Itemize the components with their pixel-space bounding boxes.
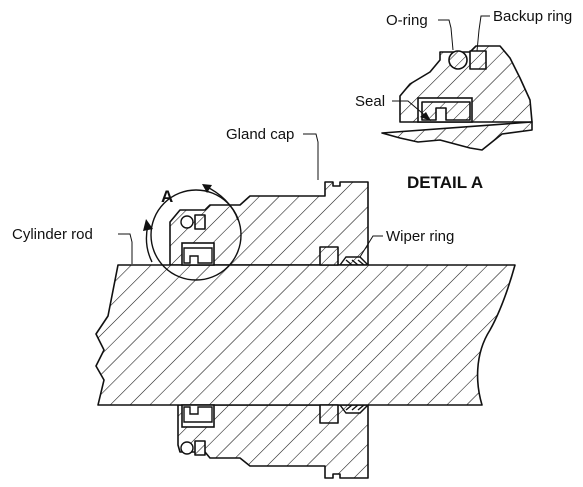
detail-seal: [421, 101, 471, 121]
detail-a-callout-circle: [150, 189, 242, 281]
gland-cap-label: Gland cap: [226, 126, 294, 143]
seal-leader: [392, 100, 429, 119]
detail-backup-ring: [469, 50, 487, 70]
wiper-ring-lower: [319, 404, 339, 424]
seal-lower: [183, 406, 213, 423]
cylinder-rod-leader: [118, 233, 133, 264]
gland-cap-upper-section: [169, 181, 369, 266]
detail-rod-surface: [381, 121, 533, 151]
o-ring-leader: [438, 19, 454, 51]
gland-cap-leader: [303, 133, 319, 180]
wiper-lip-lower: [339, 404, 369, 414]
detail-a-title: DETAIL A: [407, 173, 483, 192]
o-ring-lower: [180, 441, 194, 455]
detail-a-view: O-ring Backup ring Seal DETAIL A: [355, 8, 572, 192]
seal-label: Seal: [355, 93, 385, 110]
seal-leader-arrowhead: [420, 112, 431, 121]
wiper-ring-upper: [319, 246, 339, 266]
cylinder-rod-section: [95, 264, 516, 406]
main-section-view: Gland cap A Cylinder rod Wiper ring: [12, 126, 516, 479]
wiper-ring-label: Wiper ring: [386, 228, 454, 245]
backup-ring-lower: [194, 440, 206, 456]
wiper-lip-upper: [339, 256, 369, 266]
detail-a-arrowhead-left: [143, 219, 153, 231]
backup-ring-label: Backup ring: [493, 8, 572, 25]
detail-a-arrowhead-top: [202, 184, 212, 193]
o-ring-label: O-ring: [386, 12, 428, 29]
wiper-ring-leader: [359, 235, 383, 258]
cylinder-rod-label: Cylinder rod: [12, 226, 93, 243]
backup-ring-leader: [476, 15, 490, 52]
o-ring-upper: [180, 215, 194, 229]
detail-o-ring: [448, 50, 468, 70]
seal-upper: [183, 247, 213, 264]
detail-a-marker-label: A: [161, 187, 173, 206]
backup-ring-upper: [194, 214, 206, 230]
